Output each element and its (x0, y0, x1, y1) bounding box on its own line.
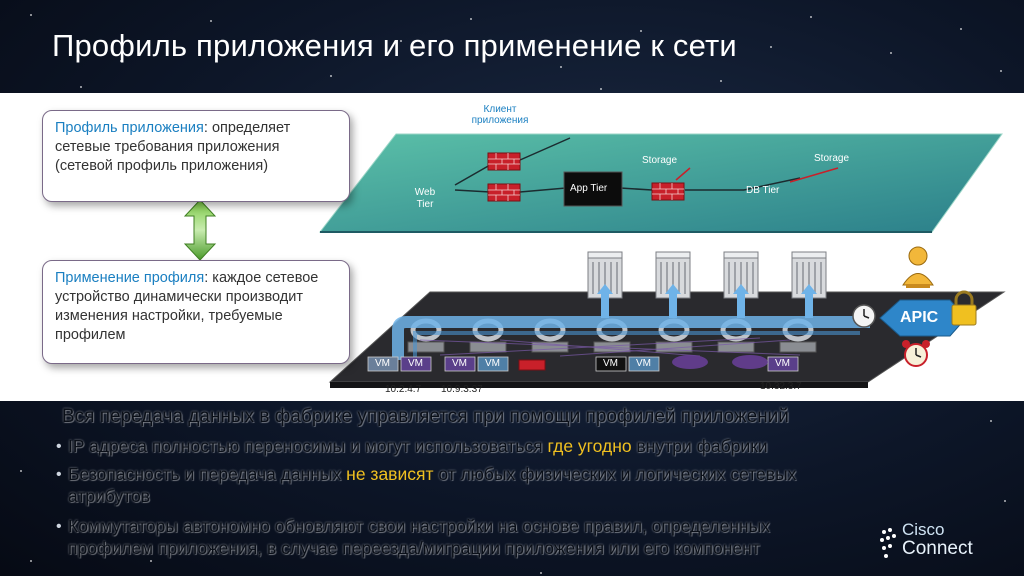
storage-label: Storage (814, 153, 850, 164)
star (1004, 500, 1006, 502)
app-tier-label: App Tier (570, 183, 608, 194)
server-pod (672, 355, 708, 369)
star (120, 60, 122, 62)
star (600, 88, 602, 90)
star (20, 470, 22, 472)
bullet-1-text-end: внутри фабрики (631, 436, 768, 456)
vm-label: VM (452, 358, 467, 369)
client-label: Клиент приложения (471, 104, 529, 126)
vm-box (444, 356, 476, 372)
bullet-2-text: Безопасность и передача данных (68, 464, 347, 484)
vm-box (367, 356, 399, 372)
logo-cisco: Cisco (902, 520, 945, 539)
vm-box (477, 356, 509, 372)
fabric-mesh (419, 337, 801, 357)
vm-label: VM (485, 358, 500, 369)
app-tier-box (563, 171, 623, 207)
vm-label: VM (775, 358, 790, 369)
storage-link-2 (789, 167, 839, 183)
firewall-icon (651, 182, 685, 201)
star (470, 18, 472, 20)
leaf-switches (407, 318, 817, 353)
alarm-clock-icon (902, 340, 930, 367)
web-tier-label: Web Tier (414, 187, 436, 210)
double-arrow-icon (183, 199, 217, 261)
ip-address-label: 10.32.3.7 (760, 381, 802, 392)
apply-term: Применение профиля (55, 270, 205, 286)
vm-box (628, 356, 660, 372)
flow-arrow (597, 284, 613, 318)
vm-label: VM (603, 358, 618, 369)
ip-address-label: 10.9.3.37 (441, 384, 483, 395)
bullet-2-line2: атрибутов (68, 486, 151, 506)
star (640, 30, 642, 32)
star (810, 16, 812, 18)
star (1000, 70, 1002, 72)
profile-term: Профиль приложения (55, 120, 204, 136)
star (990, 420, 992, 422)
storage-label: Storage (642, 155, 678, 166)
star (30, 560, 32, 562)
star (210, 20, 212, 22)
headline-text: Вся передача данных в фабрике управляетс… (62, 406, 789, 427)
star (30, 14, 32, 16)
star (560, 66, 562, 68)
vm-label: VM (636, 358, 651, 369)
star (720, 80, 722, 82)
bullet-2-text-end: от любых физических и логических сетевых (433, 464, 797, 484)
profile-definition-box: Профиль приложения: определяет сетевые т… (42, 110, 350, 202)
spine-switches (587, 251, 827, 299)
cisco-connect-logo: Cisco Connect (878, 520, 998, 566)
vm-box (400, 356, 432, 372)
bullet-marker: • (56, 518, 62, 535)
fabric-edge (330, 382, 868, 388)
star (770, 46, 772, 48)
apic-label: APIC (900, 309, 939, 326)
flow-arrow (665, 284, 681, 318)
vm-box (595, 356, 627, 372)
star (150, 560, 152, 562)
storage-link-1 (675, 167, 691, 181)
vm-label: VM (375, 358, 390, 369)
star (80, 86, 82, 88)
network-diagram (183, 133, 1006, 388)
bullet-2: Безопасность и передача данных не завися… (68, 464, 796, 485)
bullet-marker: • (56, 466, 62, 483)
flow-arrow (801, 284, 817, 318)
flow-arrow (733, 284, 749, 318)
logo-connect: Connect (902, 538, 973, 559)
vm-hosts (367, 355, 799, 372)
bullet-3-line1: Коммутаторы автономно обновляют свои нас… (68, 516, 771, 536)
bullet-marker: • (56, 438, 62, 455)
user-icon (902, 246, 934, 288)
clock-icon (852, 304, 876, 328)
star (540, 572, 542, 574)
ip-address-label: 10.2.4.7 (385, 384, 422, 395)
bullet-3-line2: профилем приложения, в случае переезда/м… (68, 538, 760, 558)
firewall-icon (487, 183, 521, 202)
star (960, 28, 962, 30)
vm-label: VM (408, 358, 423, 369)
bullet-1-text: IP адреса полностью переносимы и могут и… (68, 436, 548, 456)
slide-title: Профиль приложения и его применение к се… (52, 28, 737, 63)
vm-box (767, 356, 799, 372)
db-tier-label: DB Tier (746, 185, 780, 196)
server-pod (732, 355, 768, 369)
firewall-icon (518, 359, 546, 371)
star (330, 75, 332, 77)
firewall-icon (487, 152, 521, 171)
profile-application-box: Применение профиля: каждое сетевое устро… (42, 260, 350, 364)
profile-description: : определяет сетевые требования приложен… (55, 120, 291, 174)
apply-description: : каждое сетевое устройство динамически … (55, 270, 319, 343)
lock-icon (951, 290, 977, 326)
bullet-1: IP адреса полностью переносимы и могут и… (68, 436, 768, 457)
bullet-2-highlight: не зависят (346, 464, 434, 484)
profile-links (454, 137, 801, 193)
logo-dots-icon (880, 528, 896, 558)
star (400, 40, 402, 42)
star (890, 52, 892, 54)
traffic-flow (392, 284, 870, 360)
bullet-1-highlight: где угодно (547, 436, 632, 456)
